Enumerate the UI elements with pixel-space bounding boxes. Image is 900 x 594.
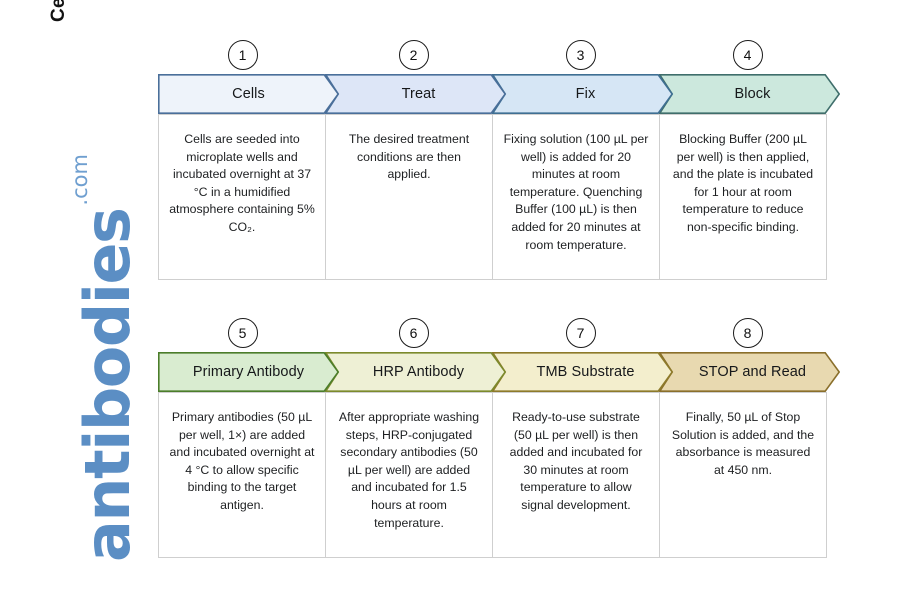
step-description-text-6: After appropriate washing steps, HRP-con… (338, 410, 480, 530)
step-description-box-5: Primary antibodies (50 µL per well, 1×) … (158, 392, 326, 558)
step-header-bar: Primary Antibody HRP Antibody TMB Substrat… (158, 352, 840, 392)
step-label-6: HRP Antibody (372, 364, 465, 380)
step-description-text-3: Fixing solution (100 µL per well) is add… (503, 132, 649, 252)
step-number-badge-3: 3 (565, 40, 596, 70)
step-description-text-8: Finally, 50 µL of Stop Solution is added… (671, 410, 815, 477)
step-description-text-4: Blocking Buffer (200 µL per well) is the… (672, 132, 814, 234)
step-description-row: Primary antibodies (50 µL per well, 1×) … (158, 392, 827, 558)
logo-wordmark: antibodies (70, 208, 144, 562)
step-chevron-5[interactable]: Primary Antibody (158, 352, 339, 392)
step-description-row: Cells are seeded into microplate wells a… (158, 114, 827, 280)
step-chevron-4[interactable]: Block (659, 74, 840, 114)
step-number-badge-4: 4 (732, 40, 763, 70)
step-number-badge-6: 6 (398, 318, 429, 348)
step-description-text-5: Primary antibodies (50 µL per well, 1×) … (169, 410, 315, 512)
antibodies-watermark-logo: antibodies .com (22, 154, 144, 562)
step-header-bar: Cells Treat Fix Block (158, 74, 840, 114)
step-label-5: Primary Antibody (192, 364, 305, 380)
step-description-text-1: Cells are seeded into microplate wells a… (169, 132, 315, 234)
step-description-box-1: Cells are seeded into microplate wells a… (158, 114, 326, 280)
step-chevron-6[interactable]: HRP Antibody (325, 352, 506, 392)
step-chevron-3[interactable]: Fix (492, 74, 673, 114)
step-label-8: STOP and Read (698, 364, 807, 380)
step-description-text-7: Ready-to-use substrate (50 µL per well) … (509, 410, 643, 512)
step-number-badge-5: 5 (227, 318, 258, 348)
page-title: Cell Based ELISA Kits Quick Protocol (46, 0, 166, 22)
step-number-badge-1: 1 (227, 40, 258, 70)
step-number-badge-8: 8 (732, 318, 763, 348)
step-label-2: Treat (401, 86, 436, 102)
step-label-3: Fix (575, 86, 596, 102)
step-number-row: 1 2 3 4 (158, 40, 840, 74)
step-label-7: TMB Substrate (536, 364, 635, 380)
step-chevron-7[interactable]: TMB Substrate (492, 352, 673, 392)
step-description-box-3: Fixing solution (100 µL per well) is add… (492, 114, 660, 280)
step-number-badge-7: 7 (565, 318, 596, 348)
logo-domain-suffix: .com (68, 154, 92, 206)
step-number-row: 5 6 7 8 (158, 318, 840, 352)
step-description-text-2: The desired treatment conditions are the… (348, 132, 470, 182)
page-title-line-1: Cell Based ELISA Kits (46, 0, 71, 22)
step-number-badge-2: 2 (398, 40, 429, 70)
step-chevron-8[interactable]: STOP and Read (659, 352, 840, 392)
step-label-1: Cells (232, 86, 265, 102)
step-description-box-8: Finally, 50 µL of Stop Solution is added… (659, 392, 827, 558)
step-chevron-2[interactable]: Treat (325, 74, 506, 114)
step-description-box-2: The desired treatment conditions are the… (325, 114, 493, 280)
step-description-box-7: Ready-to-use substrate (50 µL per well) … (492, 392, 660, 558)
step-description-box-4: Blocking Buffer (200 µL per well) is the… (659, 114, 827, 280)
step-label-4: Block (734, 86, 771, 102)
step-chevron-1[interactable]: Cells (158, 74, 339, 114)
step-description-box-6: After appropriate washing steps, HRP-con… (325, 392, 493, 558)
